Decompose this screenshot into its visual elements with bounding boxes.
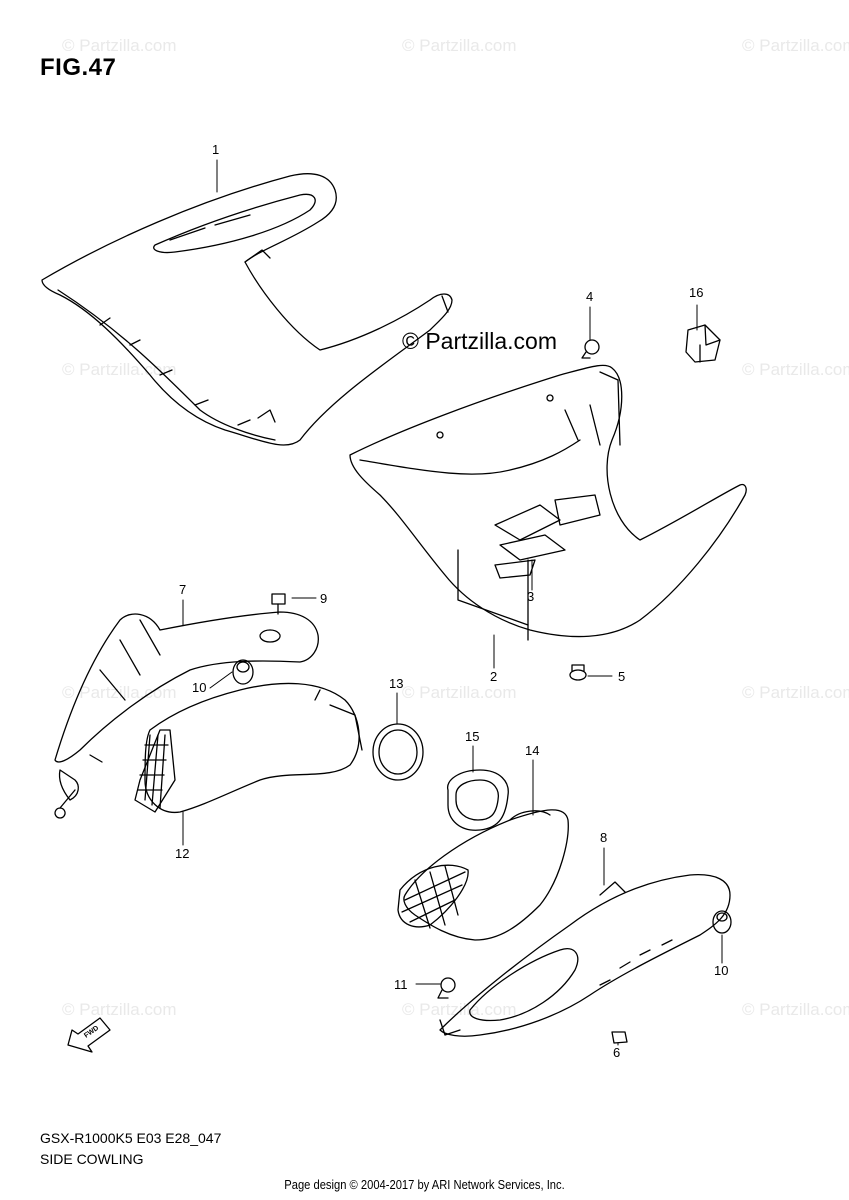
part-9-screw (271, 593, 286, 615)
callout-2: 2 (490, 669, 497, 684)
callout-9: 9 (320, 591, 327, 606)
watermark: © Partzilla.com (402, 1000, 517, 1019)
callout-13: 13 (389, 676, 403, 691)
watermark: © Partzilla.com (742, 683, 849, 702)
watermark: © Partzilla.com (62, 36, 177, 55)
figure-caption: SIDE COWLING (40, 1151, 144, 1167)
part-8-lower-panel (439, 874, 731, 1037)
watermark: © Partzilla.com (742, 36, 849, 55)
watermark: © Partzilla.com (402, 683, 517, 702)
figure-title: FIG.47 (40, 54, 117, 81)
model-code: GSX-R1000K5 E03 E28_047 (40, 1130, 222, 1146)
callout-6: 6 (613, 1045, 620, 1060)
callout-10-left: 10 (192, 680, 206, 695)
callout-4: 4 (586, 289, 593, 304)
leader-lines (182, 159, 723, 1046)
callout-14-label-15: 15 (465, 729, 479, 744)
callout-14: 14 (525, 743, 539, 758)
watermark: © Partzilla.com (62, 360, 177, 379)
callout-1: 1 (212, 142, 219, 157)
part-7-inner-panel (54, 611, 319, 819)
watermark: © Partzilla.com (742, 360, 849, 379)
part-13-ring (372, 723, 424, 781)
callout-16: 16 (689, 285, 703, 300)
watermark: © Partzilla.com (742, 1000, 849, 1019)
part-1-upper-cowling (41, 173, 453, 446)
callout-10-right: 10 (714, 963, 728, 978)
callout-11: 11 (394, 977, 408, 992)
part-2-side-cowling (349, 364, 747, 641)
part-4-screw (581, 339, 600, 359)
part-10-grommet-right (712, 910, 732, 934)
part-10-grommet-left (232, 659, 254, 685)
fwd-arrow-icon (67, 1017, 111, 1053)
part-12-air-duct (134, 682, 363, 813)
callout-7: 7 (179, 582, 186, 597)
part-14-air-duct (397, 809, 569, 941)
callout-12: 12 (175, 846, 189, 861)
part-15-seal (447, 769, 509, 831)
callout-3: 3 (527, 589, 534, 604)
footer-copyright: Page design © 2004-2017 by ARI Network S… (284, 1177, 565, 1192)
callout-5: 5 (618, 669, 625, 684)
part-5-bolt (569, 664, 587, 681)
callout-8: 8 (600, 830, 607, 845)
watermark: © Partzilla.com (402, 36, 517, 55)
part-6-clip-nut (611, 1031, 628, 1044)
part-16-clip (685, 324, 721, 363)
watermark: © Partzilla.com (62, 1000, 177, 1019)
part-11-screw (437, 977, 456, 999)
